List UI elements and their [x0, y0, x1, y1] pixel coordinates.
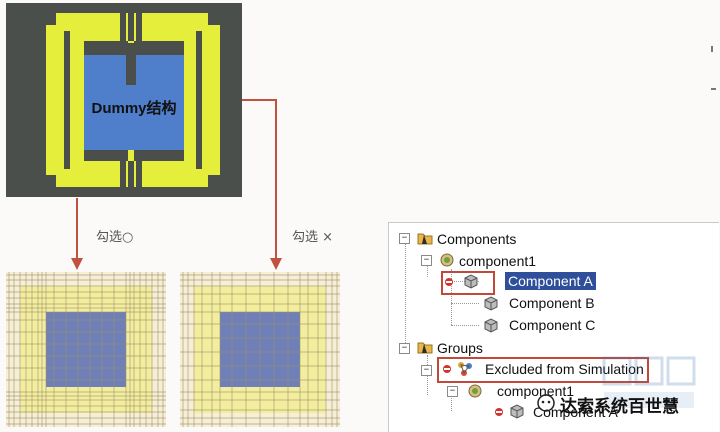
excluded-icon — [443, 365, 451, 373]
part-cube-icon — [463, 273, 479, 289]
folder-icon — [417, 339, 433, 355]
dummy-structure-drawing — [46, 13, 220, 187]
left-flow-label: 勾选○ — [96, 230, 134, 245]
tree-item-component-c[interactable]: Component C — [509, 317, 596, 333]
mesh-blue-region — [46, 312, 126, 387]
right-arrow-line — [242, 99, 277, 262]
margin-mark — [711, 46, 718, 52]
tree-item-components[interactable]: Components — [437, 231, 517, 247]
assembly-icon — [467, 383, 483, 399]
component-a-highlight-box — [441, 271, 495, 295]
tree-item-component-a[interactable]: Component A — [505, 272, 596, 290]
right-flow-label: 勾选 × — [292, 230, 334, 245]
tree-item-component-b[interactable]: Component B — [509, 295, 595, 311]
mesh-with-dummy — [6, 272, 166, 427]
excluded-icon — [445, 278, 453, 286]
tree-item-group-component1[interactable]: component1 — [497, 383, 575, 399]
part-cube-icon — [483, 295, 499, 311]
excluded-icon — [495, 408, 503, 416]
tree-item-group-component-a[interactable]: Component A — [533, 404, 618, 420]
wechat-icon — [536, 393, 556, 413]
dummy-structure-panel: Dummy结构 — [6, 3, 242, 197]
component-tree: − Components − component1 Component A Co… — [388, 222, 719, 432]
expand-component1[interactable]: − — [421, 255, 432, 266]
expand-groups[interactable]: − — [399, 343, 410, 354]
group-icon — [457, 361, 473, 377]
tree-item-groups[interactable]: Groups — [437, 340, 483, 356]
watermark-text: 达索系统百世慧 — [560, 397, 679, 417]
watermark-logo — [602, 356, 696, 408]
structure-label: Dummy结构 — [91, 100, 177, 117]
excluded-highlight-box — [437, 357, 649, 383]
folder-icon — [417, 230, 433, 246]
expand-group-component1[interactable]: − — [447, 386, 458, 397]
tree-item-excluded-from-simulation[interactable]: Excluded from Simulation — [485, 361, 644, 377]
mesh-without-dummy — [180, 272, 340, 427]
assembly-icon — [439, 252, 455, 268]
left-arrow-head — [71, 258, 83, 270]
tree-item-component1[interactable]: component1 — [459, 253, 537, 269]
part-cube-icon — [509, 403, 525, 419]
right-arrow-head — [270, 258, 282, 270]
margin-mark — [711, 88, 716, 90]
part-cube-icon — [483, 317, 499, 333]
expand-excluded[interactable]: − — [421, 365, 432, 376]
expand-components[interactable]: − — [399, 233, 410, 244]
